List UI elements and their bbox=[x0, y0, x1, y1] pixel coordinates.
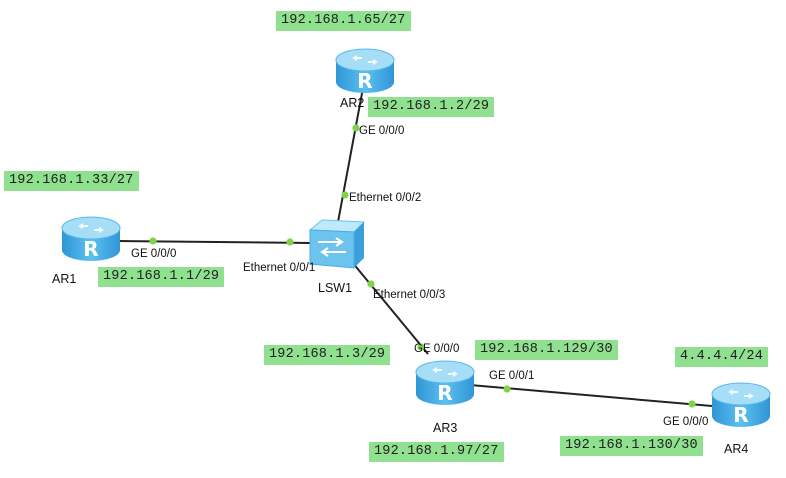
ip-label-ar4-ge000: 192.168.1.130/30 bbox=[560, 436, 703, 456]
port-dot-ar2-ge000[interactable] bbox=[352, 124, 360, 132]
port-dot-ar4-ge000[interactable] bbox=[688, 400, 696, 408]
router-icon: R bbox=[61, 216, 121, 261]
device-name-lsw1: LSW1 bbox=[318, 281, 353, 295]
router-icon: R bbox=[711, 382, 771, 427]
router-ar3[interactable]: R bbox=[414, 358, 476, 408]
device-name-ar3: AR3 bbox=[433, 421, 458, 435]
port-dot-ar3-ge000[interactable] bbox=[417, 343, 425, 351]
router-ar2[interactable]: R bbox=[334, 46, 396, 96]
port-label-lsw1-e003: Ethernet 0/0/3 bbox=[373, 289, 446, 301]
port-dot-lsw1-e003[interactable] bbox=[367, 280, 375, 288]
router-ar1[interactable]: R bbox=[60, 214, 122, 264]
port-dot-lsw1-e001[interactable] bbox=[286, 238, 294, 246]
port-label-ar1-ge000: GE 0/0/0 bbox=[131, 248, 177, 260]
device-name-ar4: AR4 bbox=[724, 442, 749, 456]
router-ar4[interactable]: R bbox=[710, 380, 772, 430]
port-dot-ar3-ge001[interactable] bbox=[503, 385, 511, 393]
svg-text:R: R bbox=[437, 381, 452, 405]
link-ar1-lsw1[interactable] bbox=[117, 240, 313, 244]
port-dot-ar1-ge000[interactable] bbox=[149, 237, 157, 245]
ip-label-ar3-ge000: 192.168.1.3/29 bbox=[264, 345, 391, 365]
device-name-ar2: AR2 bbox=[340, 96, 365, 110]
ip-label-ar1-ge000: 192.168.1.1/29 bbox=[98, 267, 225, 287]
port-label-lsw1-e001: Ethernet 0/0/1 bbox=[243, 262, 316, 274]
svg-text:R: R bbox=[357, 69, 372, 93]
port-label-lsw1-e002: Ethernet 0/0/2 bbox=[349, 192, 422, 204]
link-lsw1-ar3[interactable] bbox=[351, 261, 429, 355]
switch-icon bbox=[308, 219, 366, 269]
ip-label-ar1-loopback: 192.168.1.33/27 bbox=[4, 171, 139, 191]
ip-label-ar3-loopback: 192.168.1.97/27 bbox=[369, 442, 504, 462]
router-icon: R bbox=[335, 48, 395, 93]
router-icon: R bbox=[415, 360, 475, 405]
port-label-ar2-ge000: GE 0/0/0 bbox=[359, 125, 405, 137]
device-name-ar1: AR1 bbox=[52, 272, 77, 286]
port-label-ar4-ge000: GE 0/0/0 bbox=[663, 416, 709, 428]
port-dot-lsw1-e002[interactable] bbox=[341, 191, 349, 199]
link-ar2-lsw1[interactable] bbox=[337, 87, 364, 223]
ip-label-ar2-ge000: 192.168.1.2/29 bbox=[368, 97, 495, 117]
port-label-ar3-ge001: GE 0/0/1 bbox=[489, 370, 535, 382]
switch-lsw1[interactable] bbox=[306, 216, 368, 272]
port-label-ar3-ge000: GE 0/0/0 bbox=[414, 343, 460, 355]
svg-text:R: R bbox=[733, 403, 748, 427]
ip-label-ar3-ge001: 192.168.1.129/30 bbox=[475, 340, 618, 360]
ip-label-ar4-loopback: 4.4.4.4/24 bbox=[675, 347, 769, 367]
svg-text:R: R bbox=[83, 237, 98, 261]
ip-label-ar2-loopback: 192.168.1.65/27 bbox=[276, 11, 411, 31]
